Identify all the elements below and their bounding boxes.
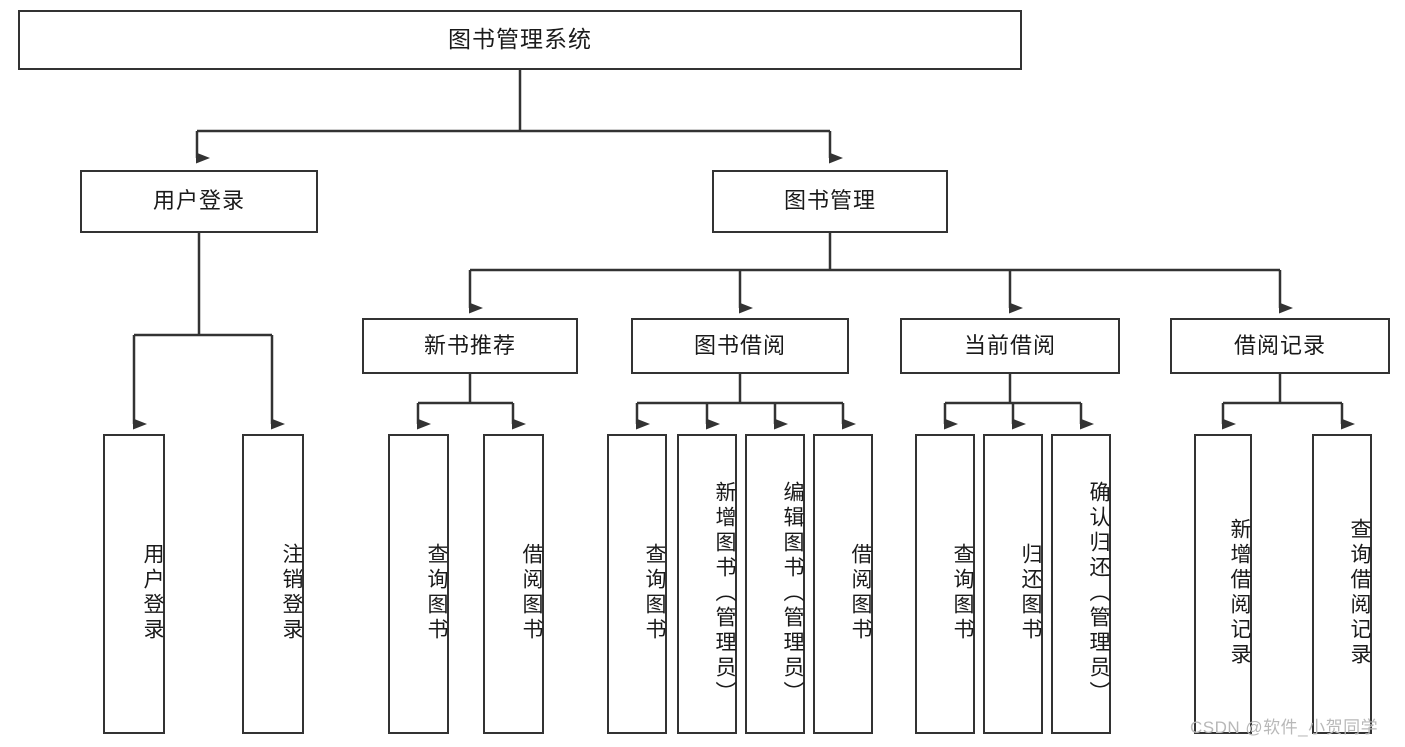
node-leaf-user-login[interactable]: 用户登录 [103, 434, 165, 734]
node-leaf-query-book-2-label: 查询图书 [643, 543, 666, 643]
node-leaf-query-record[interactable]: 查询借阅记录 [1312, 434, 1372, 734]
node-current-borrow-label: 当前借阅 [963, 332, 1056, 358]
node-leaf-borrow-book-1[interactable]: 借阅图书 [483, 434, 544, 734]
node-leaf-edit-book-label: 编辑图书（管理员） [781, 480, 804, 706]
node-leaf-user-login-label: 用户登录 [141, 543, 164, 643]
node-book-manage-label: 图书管理 [783, 188, 876, 214]
node-leaf-return-book[interactable]: 归还图书 [983, 434, 1043, 734]
node-leaf-add-book-label: 新增图书（管理员） [713, 480, 736, 706]
node-leaf-confirm-return[interactable]: 确认归还（管理员） [1051, 434, 1111, 734]
node-leaf-edit-book[interactable]: 编辑图书（管理员） [745, 434, 805, 734]
node-leaf-add-book[interactable]: 新增图书（管理员） [677, 434, 737, 734]
node-book-borrow-label: 图书借阅 [693, 332, 786, 358]
node-leaf-borrow-book-2[interactable]: 借阅图书 [813, 434, 873, 734]
node-root-label: 图书管理系统 [448, 26, 592, 53]
node-current-borrow[interactable]: 当前借阅 [900, 318, 1120, 374]
node-leaf-confirm-return-label: 确认归还（管理员） [1087, 480, 1110, 706]
csdn-watermark: CSDN @软件_小贺同学 [1190, 718, 1379, 737]
node-leaf-query-book-3[interactable]: 查询图书 [915, 434, 975, 734]
node-new-book-rec[interactable]: 新书推荐 [362, 318, 578, 374]
node-leaf-logout[interactable]: 注销登录 [242, 434, 304, 734]
node-leaf-return-book-label: 归还图书 [1019, 543, 1042, 643]
node-root[interactable]: 图书管理系统 [18, 10, 1022, 70]
node-borrow-record[interactable]: 借阅记录 [1170, 318, 1390, 374]
node-leaf-query-book-2[interactable]: 查询图书 [607, 434, 667, 734]
node-leaf-borrow-book-2-label: 借阅图书 [849, 543, 872, 643]
node-leaf-logout-label: 注销登录 [280, 543, 303, 643]
node-leaf-query-book-1-label: 查询图书 [425, 543, 448, 643]
node-new-book-rec-label: 新书推荐 [423, 332, 516, 358]
node-leaf-add-record[interactable]: 新增借阅记录 [1194, 434, 1252, 734]
node-user-login[interactable]: 用户登录 [80, 170, 318, 233]
node-leaf-add-record-label: 新增借阅记录 [1228, 518, 1251, 668]
node-book-manage[interactable]: 图书管理 [712, 170, 948, 233]
node-leaf-query-book-1[interactable]: 查询图书 [388, 434, 449, 734]
node-leaf-query-book-3-label: 查询图书 [951, 543, 974, 643]
node-leaf-borrow-book-1-label: 借阅图书 [520, 543, 543, 643]
node-user-login-label: 用户登录 [152, 188, 245, 214]
node-leaf-query-record-label: 查询借阅记录 [1348, 518, 1371, 668]
node-borrow-record-label: 借阅记录 [1233, 332, 1326, 358]
node-book-borrow[interactable]: 图书借阅 [631, 318, 849, 374]
